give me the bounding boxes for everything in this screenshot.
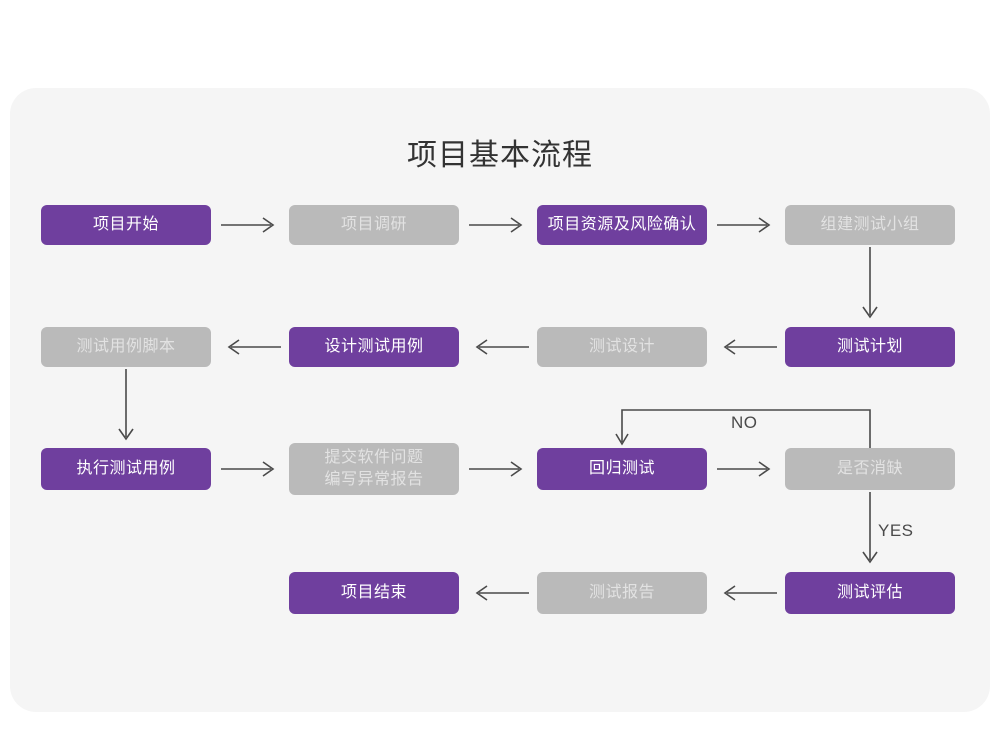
node-project-end[interactable]: 项目结束 xyxy=(289,572,459,614)
node-submit-defect-report[interactable]: 提交软件问题 编写异常报告 xyxy=(289,443,459,495)
node-design-testcase[interactable]: 设计测试用例 xyxy=(289,327,459,367)
node-test-evaluation[interactable]: 测试评估 xyxy=(785,572,955,614)
edge-label-yes: YES xyxy=(878,521,914,540)
flowchart-card xyxy=(10,88,990,712)
node-project-research[interactable]: 项目调研 xyxy=(289,205,459,245)
node-test-design[interactable]: 测试设计 xyxy=(537,327,707,367)
node-resource-risk-confirm[interactable]: 项目资源及风险确认 xyxy=(537,205,707,245)
page-title: 项目基本流程 xyxy=(407,139,593,172)
edge-label-no: NO xyxy=(731,413,758,432)
node-project-start[interactable]: 项目开始 xyxy=(41,205,211,245)
node-build-test-team[interactable]: 组建测试小组 xyxy=(785,205,955,245)
node-defect-cleared-decision[interactable]: 是否消缺 xyxy=(785,448,955,490)
node-testcase-script[interactable]: 测试用例脚本 xyxy=(41,327,211,367)
node-test-report[interactable]: 测试报告 xyxy=(537,572,707,614)
node-test-plan[interactable]: 测试计划 xyxy=(785,327,955,367)
node-execute-testcase[interactable]: 执行测试用例 xyxy=(41,448,211,490)
node-regression-test[interactable]: 回归测试 xyxy=(537,448,707,490)
